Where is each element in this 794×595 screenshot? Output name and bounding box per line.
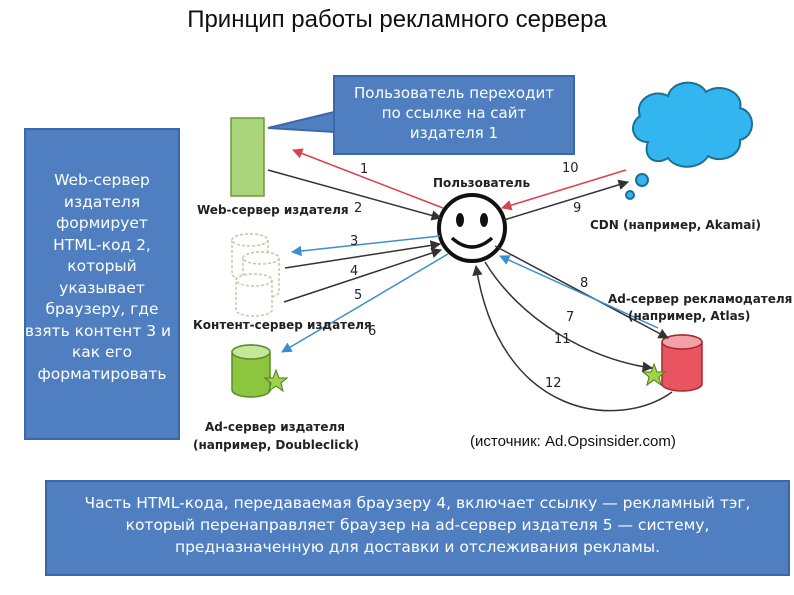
step-6: 6 xyxy=(368,324,377,339)
arrow-3 xyxy=(290,235,441,257)
step-12: 12 xyxy=(545,376,562,391)
cdn-cloud-icon xyxy=(625,81,753,200)
explanation-line: формирует xyxy=(56,214,148,232)
arrow-9 xyxy=(503,179,630,221)
arrow-5 xyxy=(283,247,442,303)
step-8: 8 xyxy=(580,276,589,291)
publisher-ad-server-icon xyxy=(231,344,289,398)
publisher-ad-server-example: (например, Doubleclick) xyxy=(193,438,359,452)
html-code-explanation-box: Часть HTML-кода, передаваемая браузеру 4… xyxy=(45,480,790,576)
explanation-line: указывает xyxy=(59,278,145,297)
arrow-12 xyxy=(472,264,673,412)
web-server-explanation-box: Web-сервер издателя формирует HTML-код 2… xyxy=(24,128,180,440)
step-9: 9 xyxy=(573,201,582,216)
callout-line-2: по ссылке на сайт xyxy=(381,104,527,122)
arrow-11 xyxy=(484,261,654,372)
explanation-line: HTML-код 2, xyxy=(53,235,151,254)
user-label: Пользователь xyxy=(433,176,531,190)
arrow-1 xyxy=(292,148,444,209)
explanation-line: как его xyxy=(71,343,133,361)
explanation-line: Часть HTML-кода, передаваемая браузеру 4… xyxy=(84,494,751,512)
advertiser-ad-server-label: Ad-сервер рекламодателя xyxy=(608,292,793,306)
explanation-line: форматировать xyxy=(37,364,167,383)
arrows xyxy=(267,148,673,412)
cdn-label: CDN (например, Akamai) xyxy=(590,218,761,232)
source-credit: (источник: Ad.Opsinsider.com) xyxy=(470,433,676,450)
explanation-line: взять контент 3 и xyxy=(24,321,172,340)
explanation-line: Web-сервер xyxy=(54,171,150,189)
step-3: 3 xyxy=(350,234,359,249)
star-icon xyxy=(263,368,289,393)
explanation-line: браузеру, где xyxy=(45,300,159,318)
content-server-icon xyxy=(231,233,280,317)
step-7: 7 xyxy=(566,310,575,325)
step-11: 11 xyxy=(554,332,571,347)
callout-line-3: издателя 1 xyxy=(409,124,499,142)
step-5: 5 xyxy=(354,288,363,303)
page-title: Принцип работы рекламного сервера xyxy=(187,6,607,33)
step-2: 2 xyxy=(354,201,363,216)
step-10: 10 xyxy=(562,161,579,176)
advertiser-ad-server-icon xyxy=(641,334,703,392)
arrow-7 xyxy=(494,245,669,339)
arrow-10 xyxy=(500,169,627,211)
explanation-line: предназначенную для доставки и отслежива… xyxy=(174,538,661,556)
arrow-2 xyxy=(267,169,443,221)
user-smiley-icon xyxy=(437,193,507,263)
explanation-line: издателя xyxy=(63,192,141,211)
web-server-label: Web-сервер издателя xyxy=(197,203,349,217)
publisher-ad-server-label: Ad-сервер издателя xyxy=(205,420,345,434)
callout-line-1: Пользователь переходит xyxy=(354,84,554,102)
arrow-6 xyxy=(281,253,449,353)
arrow-4 xyxy=(284,240,442,269)
step-4: 4 xyxy=(350,264,359,279)
content-server-label: Контент-сервер издателя xyxy=(193,318,372,332)
advertiser-ad-server-example: (например, Atlas) xyxy=(628,309,751,323)
user-clicks-callout: Пользователь переходит по ссылке на сайт… xyxy=(333,75,575,155)
star-icon xyxy=(641,362,667,387)
web-server-icon xyxy=(230,117,265,197)
explanation-line: который xyxy=(67,257,137,275)
arrow-8 xyxy=(499,255,659,329)
step-1: 1 xyxy=(360,162,369,177)
explanation-line: который перенаправляет браузер на ad-сер… xyxy=(125,516,710,534)
